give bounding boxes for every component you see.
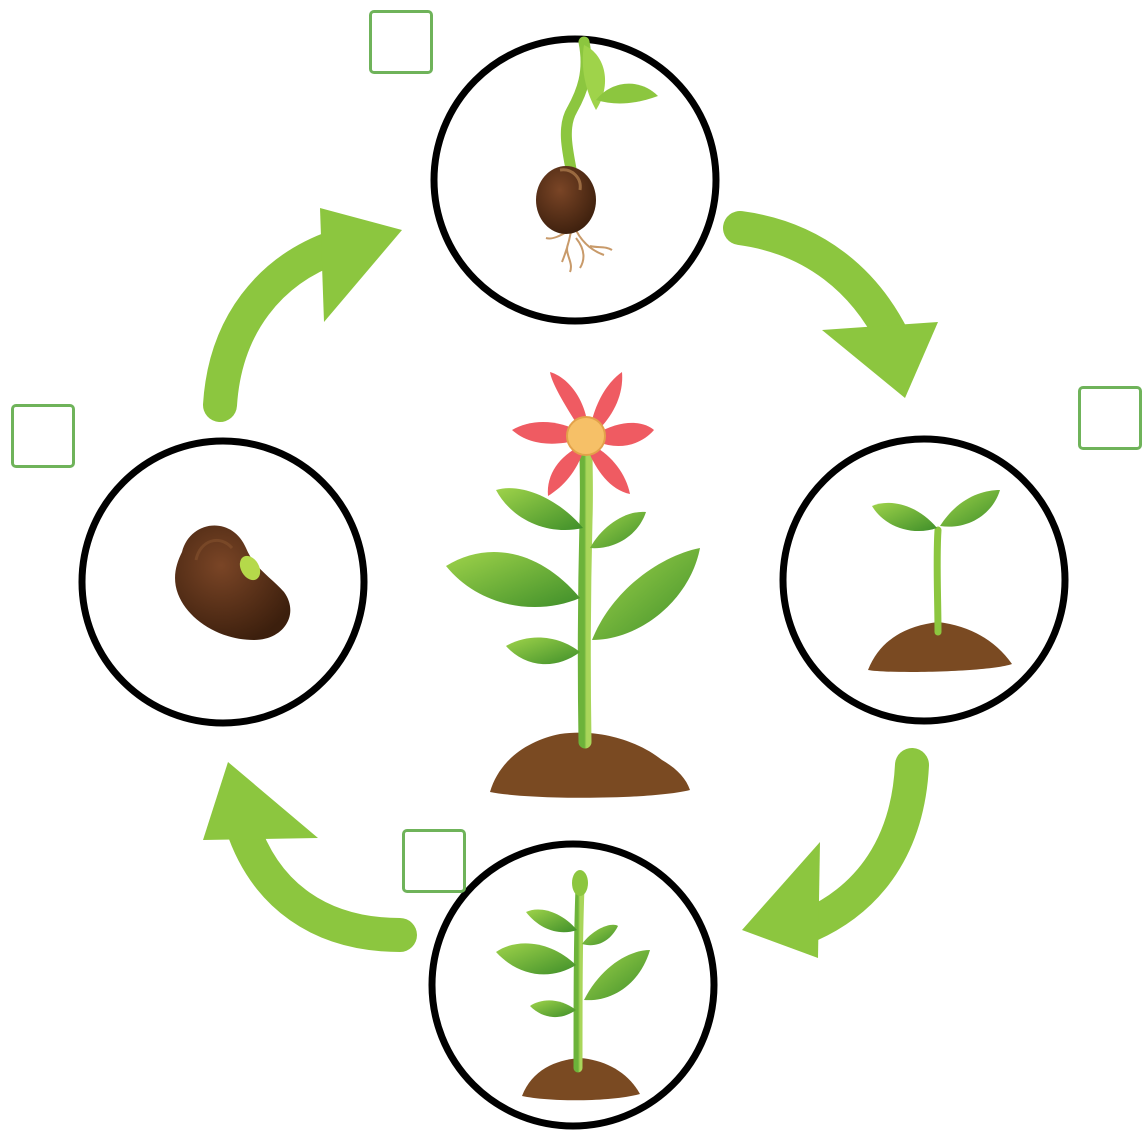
cycle-arrow-young-plant-to-seed	[203, 762, 400, 935]
stage-circle-seedling	[783, 439, 1065, 721]
cycle-arrow-seedling-to-young-plant	[742, 765, 912, 958]
answer-box-seedling[interactable]	[1078, 386, 1142, 450]
flowering-plant-icon	[446, 372, 700, 798]
answer-box-seed[interactable]	[11, 404, 75, 468]
cycle-arrow-germination-to-seedling	[740, 228, 938, 398]
answer-box-germination[interactable]	[369, 10, 433, 74]
cycle-arrow-seed-to-germination	[220, 208, 402, 405]
answer-box-young-plant[interactable]	[402, 829, 466, 893]
